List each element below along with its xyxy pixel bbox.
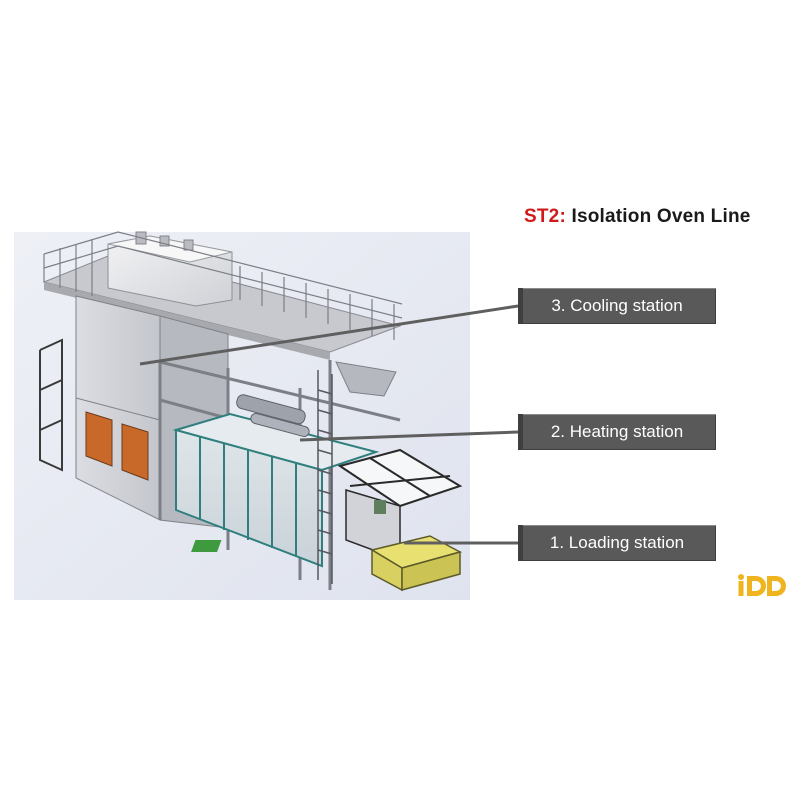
idd-logo-icon xyxy=(738,574,786,596)
title-text: Isolation Oven Line xyxy=(565,206,751,227)
idd-logo xyxy=(737,572,789,603)
leader-heating xyxy=(299,430,519,442)
leader-lines xyxy=(139,304,519,545)
left-frame xyxy=(39,338,63,472)
duct-pipes xyxy=(236,394,310,437)
diagram-title: ST2: Isolation Oven Line xyxy=(524,206,751,228)
heating-station-body xyxy=(172,412,380,568)
callout-accent-bar xyxy=(518,288,523,324)
callout-label: 3. Cooling station xyxy=(551,296,683,315)
callout-cooling-station: 3. Cooling station xyxy=(518,288,716,324)
callout-accent-bar xyxy=(518,525,523,561)
door-right xyxy=(121,423,149,481)
callout-label: 2. Heating station xyxy=(550,422,684,441)
leader-cooling xyxy=(139,304,519,366)
deck-edge xyxy=(44,282,330,360)
ladder xyxy=(317,370,333,584)
title-code: ST2: xyxy=(524,206,566,227)
door-left xyxy=(85,411,113,467)
callout-loading-station: 1. Loading station xyxy=(518,525,716,561)
callout-label: 1. Loading station xyxy=(549,533,685,552)
callout-accent-bar xyxy=(518,414,523,450)
hopper xyxy=(335,361,397,397)
callout-heating-station: 2. Heating station xyxy=(518,414,716,450)
